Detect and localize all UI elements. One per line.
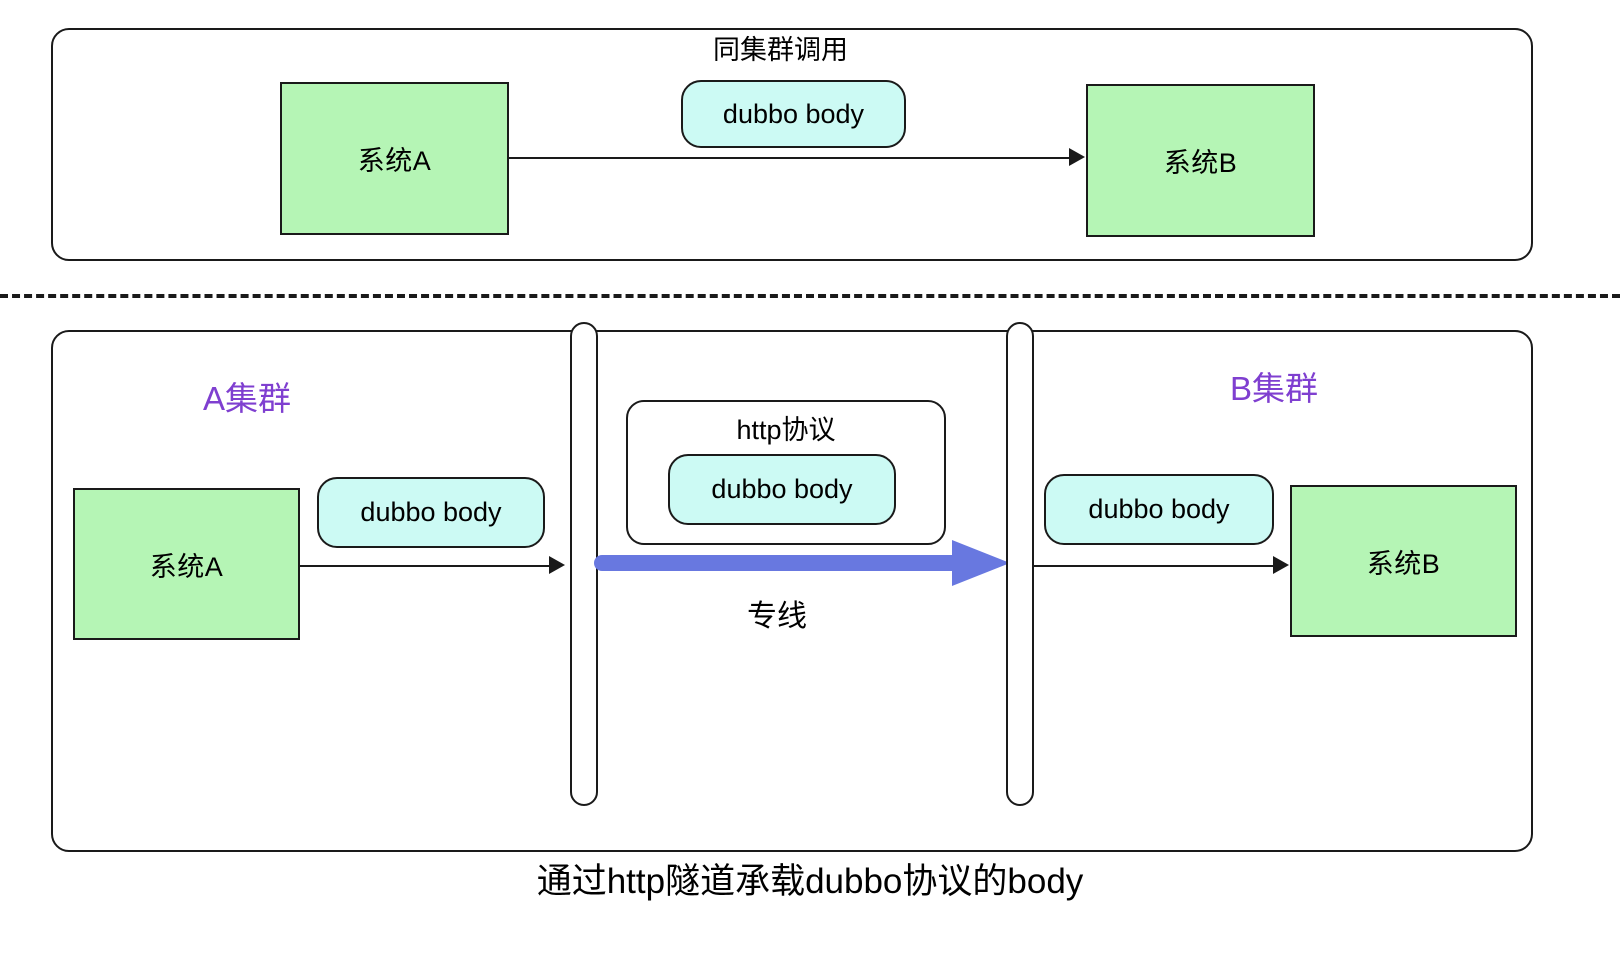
bottom-system-a-box: 系统A	[73, 488, 300, 640]
bottom-left-dubbo-body-pill: dubbo body	[317, 477, 545, 548]
dedicated-line-arrow-shaft	[594, 555, 966, 571]
diagram-caption: 通过http隧道承载dubbo协议的body	[536, 862, 1084, 901]
top-call-arrow-line	[509, 157, 1069, 159]
cluster-b-label: B集群	[1230, 370, 1319, 407]
cluster-a-label: A集群	[203, 380, 292, 417]
wall-to-system-b-arrow-head-icon	[1273, 556, 1289, 574]
cluster-a-boundary-wall	[570, 322, 598, 806]
section-divider	[0, 294, 1620, 298]
cluster-b-boundary-wall	[1006, 322, 1034, 806]
top-call-arrow-head-icon	[1069, 148, 1085, 166]
top-system-a-box: 系统A	[280, 82, 509, 235]
system-a-to-wall-arrow-head-icon	[549, 556, 565, 574]
bottom-system-b-box: 系统B	[1290, 485, 1517, 637]
same-cluster-call-label: 同集群调用	[713, 35, 848, 65]
wall-to-system-b-arrow-line	[1034, 565, 1273, 567]
dedicated-line-label: 专线	[747, 600, 807, 633]
http-protocol-label: http协议	[736, 415, 836, 445]
system-a-to-wall-arrow-line	[300, 565, 549, 567]
top-system-b-box: 系统B	[1086, 84, 1315, 237]
top-dubbo-body-pill: dubbo body	[681, 80, 906, 148]
tunneled-dubbo-body-pill: dubbo body	[668, 454, 896, 525]
dedicated-line-arrow-head-icon	[952, 540, 1010, 586]
bottom-right-dubbo-body-pill: dubbo body	[1044, 474, 1274, 545]
